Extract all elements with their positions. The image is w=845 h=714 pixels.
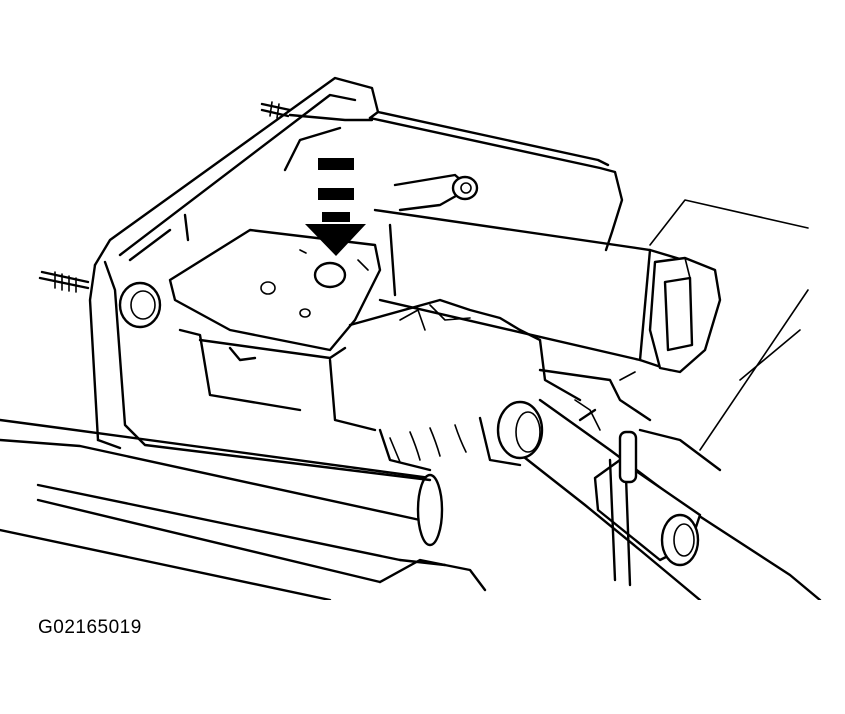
inner-body (178, 298, 652, 472)
bracket-housing (88, 76, 432, 482)
background-panel (649, 199, 809, 451)
line-illustration (0, 76, 822, 600)
top-plate (168, 113, 382, 352)
rectangular-tube (373, 208, 722, 374)
figure-id-label: G02165019 (38, 617, 142, 638)
lever-arm (368, 110, 624, 252)
lower-rails (0, 418, 487, 600)
cable-assembly (496, 398, 822, 600)
mounting-studs (38, 101, 292, 293)
downward-arrow-icon (305, 158, 366, 256)
